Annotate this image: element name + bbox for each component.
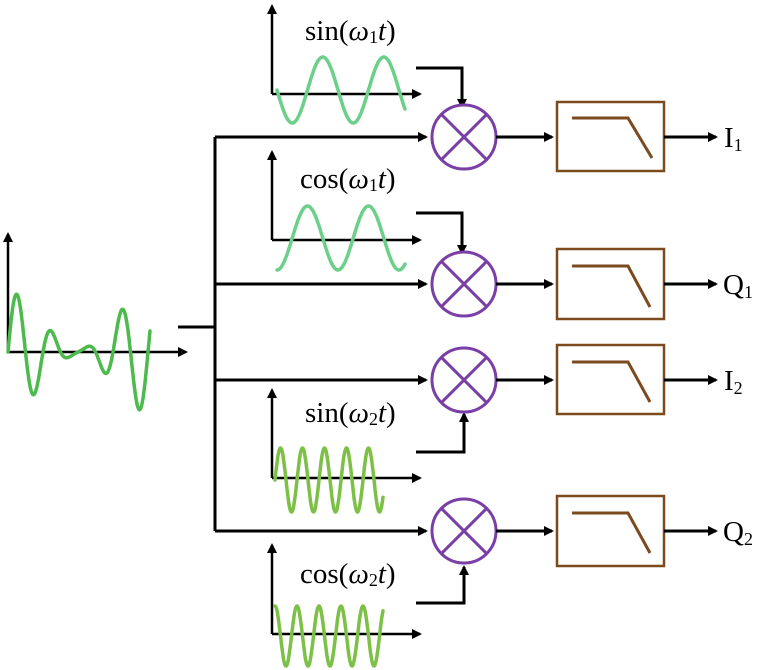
branch-i1: sin(ω1t) I1: [215, 4, 743, 173]
output-label: Q1: [723, 269, 753, 302]
output-label: I2: [724, 365, 743, 398]
lo-feed-line: [416, 211, 467, 255]
mixer: [430, 497, 498, 565]
lowpass-filter: [555, 343, 666, 416]
oscillator-label: cos(ω1t): [300, 163, 396, 195]
lowpass-filter: [555, 247, 666, 321]
lo-feed-line: [416, 66, 467, 109]
branch-q1: cos(ω1t) Q1: [215, 150, 753, 321]
input-bus: [178, 137, 217, 531]
mixer: [430, 250, 498, 318]
lowpass-filter: [555, 100, 666, 173]
oscillator-waveform: [275, 204, 407, 272]
input-waveform: [6, 292, 152, 412]
oscillator-label: cos(ω2t): [300, 558, 396, 590]
mixer: [430, 103, 498, 171]
branch-i2: sin(ω2t) I2: [215, 343, 743, 514]
lowpass-filter: [555, 494, 666, 568]
output-label: Q2: [723, 516, 753, 549]
lo-feed-line: [416, 412, 469, 454]
oscillator-label: sin(ω1t): [305, 15, 396, 47]
output-label: I1: [724, 122, 743, 155]
oscillator-waveform: [273, 604, 385, 668]
mixer: [430, 346, 498, 414]
lo-feed-line: [416, 565, 469, 605]
oscillator-label: sin(ω2t): [305, 397, 396, 429]
oscillator-waveform: [275, 55, 407, 125]
oscillator-waveform: [273, 446, 385, 514]
input-signal-plot: [2, 232, 188, 412]
branch-q2: cos(ω2t) Q2: [215, 494, 753, 668]
